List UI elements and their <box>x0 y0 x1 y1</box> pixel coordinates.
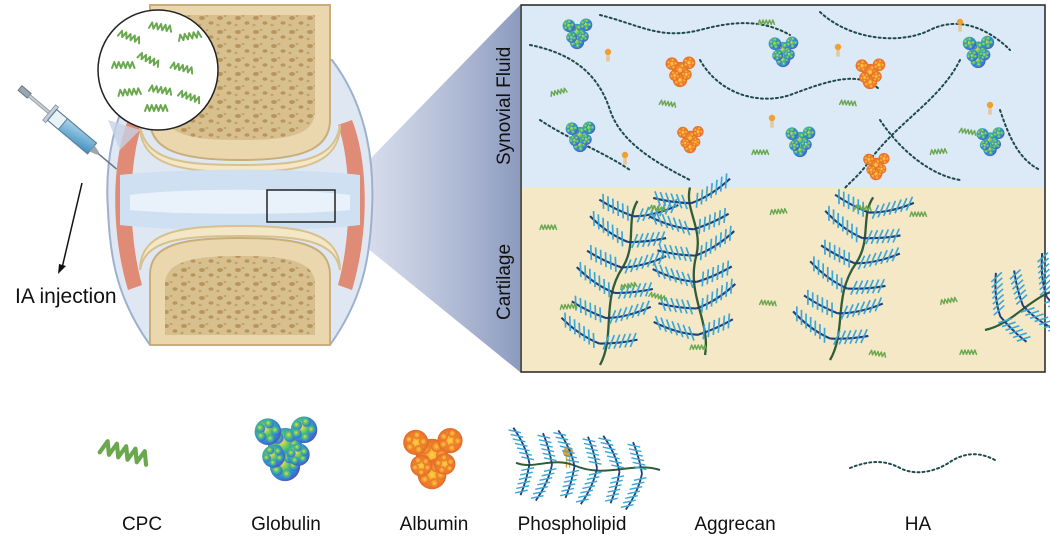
cpc-helix-icon <box>758 299 777 307</box>
syringe-icon <box>17 84 118 170</box>
globulin-protein-icon <box>565 121 596 153</box>
legend-cpc-icon <box>97 439 149 467</box>
legend-aggrecan-icon <box>508 427 661 511</box>
legend-albumin-icon <box>403 428 463 490</box>
phospholipid-icon <box>834 43 842 57</box>
zoom-cone <box>335 5 520 372</box>
synovial-fluid-label: Synovial Fluid <box>494 47 515 165</box>
legend-label-globulin: Globulin <box>251 514 321 535</box>
cpc-helix-icon <box>853 204 872 212</box>
cpc-helix-icon <box>550 87 568 97</box>
ha-chain-icon <box>849 453 996 474</box>
legend-aggrecan-shape <box>508 427 661 511</box>
legend: CPC Globulin Albumin Phospholipid Aggrec… <box>97 416 996 535</box>
cpc-helix-icon <box>769 207 788 216</box>
albumin-protein-icon <box>863 153 890 181</box>
zoom-region-box <box>266 189 336 223</box>
ha-chain-icon <box>819 11 1011 51</box>
globulin-protein-icon <box>962 35 995 69</box>
cpc-helix-icon <box>539 224 558 231</box>
aggrecan-icon <box>792 189 915 361</box>
cpc-helix-icon <box>757 19 776 26</box>
cpc-helix-icon <box>147 84 173 96</box>
aggrecan-icon <box>560 193 679 366</box>
cpc-helix-icon <box>940 296 958 306</box>
albumin-protein-icon <box>665 56 696 88</box>
femur-cartilage <box>139 124 341 174</box>
ha-chain-icon <box>529 44 691 181</box>
cpc-helix-icon <box>658 99 677 108</box>
cpc-helix-icon <box>169 61 194 75</box>
ha-chain-icon <box>844 59 961 189</box>
aggrecan-icon <box>649 173 737 356</box>
legend-label-ha: HA <box>905 514 932 535</box>
phospholipid-icon <box>956 18 964 32</box>
phospholipid-icon <box>604 48 612 62</box>
cpc-helix-icon <box>648 204 667 213</box>
cpc-helix-icon <box>868 349 887 358</box>
tibia-cartilage <box>139 224 341 271</box>
legend-label-cpc: CPC <box>122 514 162 535</box>
cpc-helix-icon <box>959 349 978 356</box>
cpc-helix-icon <box>620 281 638 291</box>
cpc-helix-icon <box>648 291 666 302</box>
ha-chain-icon <box>999 109 1041 171</box>
cpc-helix-icon <box>144 104 169 112</box>
phospholipid-icon <box>621 151 629 165</box>
cartilage-label: Cartilage <box>494 244 515 320</box>
legend-label-aggrecan: Aggrecan <box>694 514 775 535</box>
cpc-helix-icon <box>929 147 948 156</box>
injection-arrow <box>58 182 83 274</box>
cpc-helix-icon <box>147 21 173 33</box>
legend-globulin-icon <box>254 416 318 482</box>
ha-chain-icon <box>699 59 881 100</box>
cpc-magnified-circle <box>97 9 219 150</box>
phospholipid-icon <box>768 114 776 128</box>
cpc-helix-icon <box>958 127 977 136</box>
legend-label-albumin: Albumin <box>400 514 469 535</box>
cpc-helix-icon <box>909 211 928 218</box>
cpc-helix-icon <box>116 29 141 45</box>
albumin-protein-icon <box>855 58 886 90</box>
phospholipid-icon <box>986 101 994 115</box>
cpc-helix-icon <box>117 87 142 97</box>
ha-chain-icon <box>879 119 961 181</box>
ia-injection-label: IA injection <box>15 285 117 308</box>
cpc-helix-icon <box>111 61 136 69</box>
cpc-helix-icon <box>559 302 578 311</box>
legend-label-phospholipid: Phospholipid <box>518 514 627 535</box>
globulin-protein-icon <box>785 126 816 158</box>
globulin-protein-icon <box>768 36 799 68</box>
cpc-helix-icon <box>178 30 203 42</box>
cpc-helix-icon <box>689 344 708 351</box>
globulin-protein-icon <box>976 127 1005 157</box>
cpc-helix-icon <box>136 51 160 68</box>
cpc-helix-icon <box>838 99 857 107</box>
knee-joint-illustration <box>106 4 520 372</box>
albumin-protein-icon <box>677 126 704 154</box>
cpc-helix-icon <box>176 89 201 105</box>
aggrecan-icon <box>984 251 1050 343</box>
zoom-panel <box>520 4 1050 373</box>
globulin-protein-icon <box>562 18 593 50</box>
cpc-helix-icon <box>751 149 770 156</box>
